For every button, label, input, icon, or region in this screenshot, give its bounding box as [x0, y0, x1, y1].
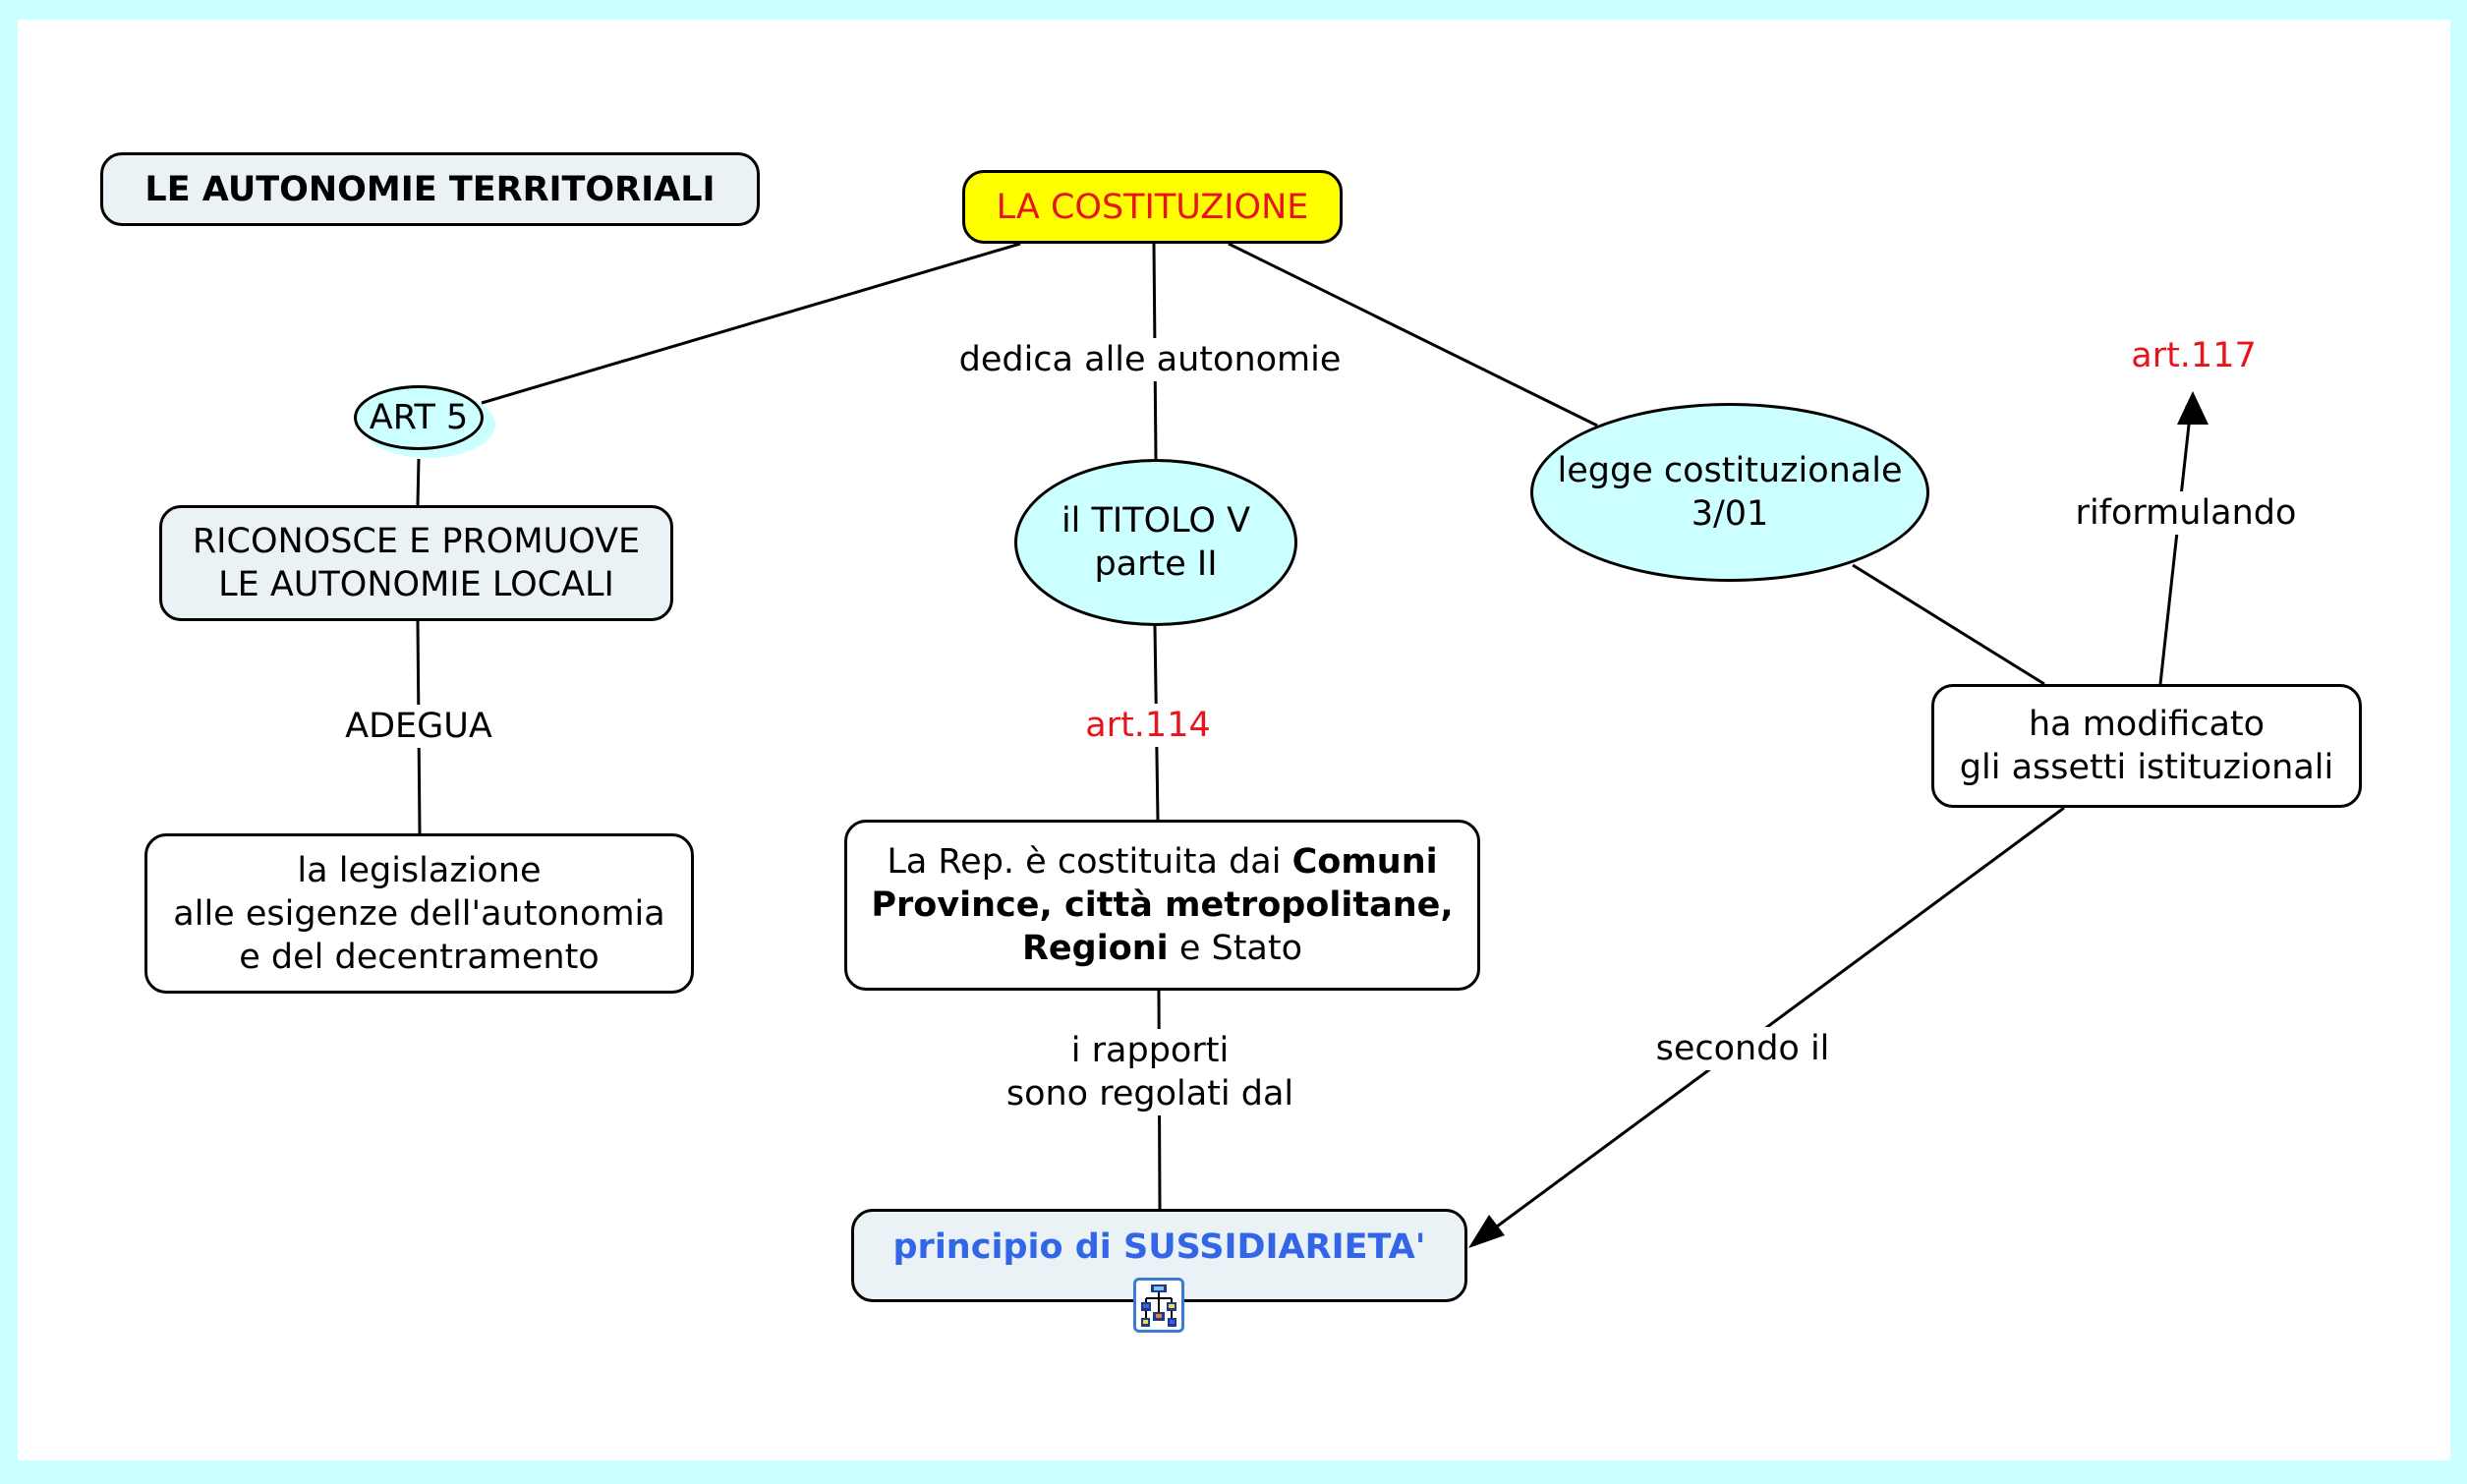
repubblica-line3-bold: Regioni — [1021, 929, 1169, 968]
node-legislazione-line1: la legislazione — [297, 850, 542, 890]
node-sussidiarieta-text: principio di SUSSIDIARIETA' — [892, 1227, 1426, 1267]
arrowhead-art117 — [2177, 391, 2209, 425]
link-label-riformulando: riformulando — [2071, 491, 2301, 535]
node-modificato-line1: ha modificato — [2028, 705, 2266, 744]
map-title: LE AUTONOMIE TERRITORIALI — [100, 152, 760, 226]
node-riconosce-line1: RICONOSCE E PROMUOVE — [192, 522, 641, 561]
concept-map-icon-glyph — [1141, 1284, 1176, 1327]
node-repubblica-line2: Province, città metropolitane, — [871, 885, 1454, 925]
repubblica-line1-plain: La Rep. è costituita dai — [887, 842, 1292, 882]
edge-modificato-art117 — [2158, 396, 2197, 685]
node-legislazione-line2: alle esigenze dell'autonomia — [173, 893, 665, 934]
node-repubblica-line1: La Rep. è costituita dai Comuni — [887, 840, 1437, 884]
node-la-costituzione-text: LA COSTITUZIONE — [996, 187, 1309, 227]
node-modificato-line2: gli assetti istituzionali — [1959, 748, 2334, 787]
link-rapporti-line2: sono regolati dal — [1005, 1074, 1294, 1113]
node-legge-costituzionale[interactable]: legge costituzionale 3/01 — [1530, 403, 1929, 582]
edge-root-art5 — [481, 242, 1021, 405]
node-legislazione[interactable]: la legislazione alle esigenze dell'auton… — [144, 833, 694, 994]
edge-modificato-sussidiarieta — [1472, 806, 2065, 1245]
node-ha-modificato[interactable]: ha modificato gli assetti istituzionali — [1931, 684, 2362, 808]
node-legislazione-line3: e del decentramento — [239, 937, 600, 977]
node-repubblica[interactable]: La Rep. è costituita dai Comuni Province… — [844, 820, 1480, 991]
node-riconosce-line2: LE AUTONOMIE LOCALI — [218, 565, 614, 604]
edge-root-legge — [1228, 242, 1598, 428]
arrowhead-sussidiarieta — [1468, 1215, 1505, 1248]
link-label-rapporti: i rapporti sono regolati dal — [1002, 1029, 1298, 1115]
concept-map-icon[interactable] — [1133, 1278, 1184, 1333]
node-titolo-line1: il TITOLO V — [1061, 501, 1251, 541]
node-art5-text: ART 5 — [369, 398, 469, 437]
node-la-costituzione[interactable]: LA COSTITUZIONE — [962, 170, 1343, 244]
node-repubblica-line3: Regioni e Stato — [1022, 927, 1302, 970]
link-label-secondo: secondo il — [1651, 1027, 1834, 1070]
node-riconosce[interactable]: RICONOSCE E PROMUOVE LE AUTONOMIE LOCALI — [159, 505, 673, 621]
node-art5[interactable]: ART 5 — [354, 385, 484, 450]
edge-legge-modificato — [1852, 563, 2045, 686]
link-rapporti-line1: i rapporti — [1070, 1031, 1230, 1070]
link-label-adegua: ADEGUA — [341, 705, 496, 748]
node-legge-line2: 3/01 — [1691, 494, 1769, 534]
node-titolo-v[interactable]: il TITOLO V parte II — [1014, 459, 1297, 626]
map-title-text: LE AUTONOMIE TERRITORIALI — [144, 169, 716, 209]
repubblica-line1-bold: Comuni — [1291, 842, 1438, 882]
node-titolo-line2: parte II — [1094, 544, 1218, 584]
edge-art5-riconosce — [416, 458, 421, 506]
repubblica-line3-plain: e Stato — [1168, 929, 1302, 968]
node-art117[interactable]: art.117 — [2127, 334, 2261, 377]
link-label-art114: art.114 — [1081, 704, 1215, 747]
link-label-dedica: dedica alle autonomie — [954, 338, 1346, 381]
node-legge-line1: legge costituzionale — [1557, 451, 1903, 490]
